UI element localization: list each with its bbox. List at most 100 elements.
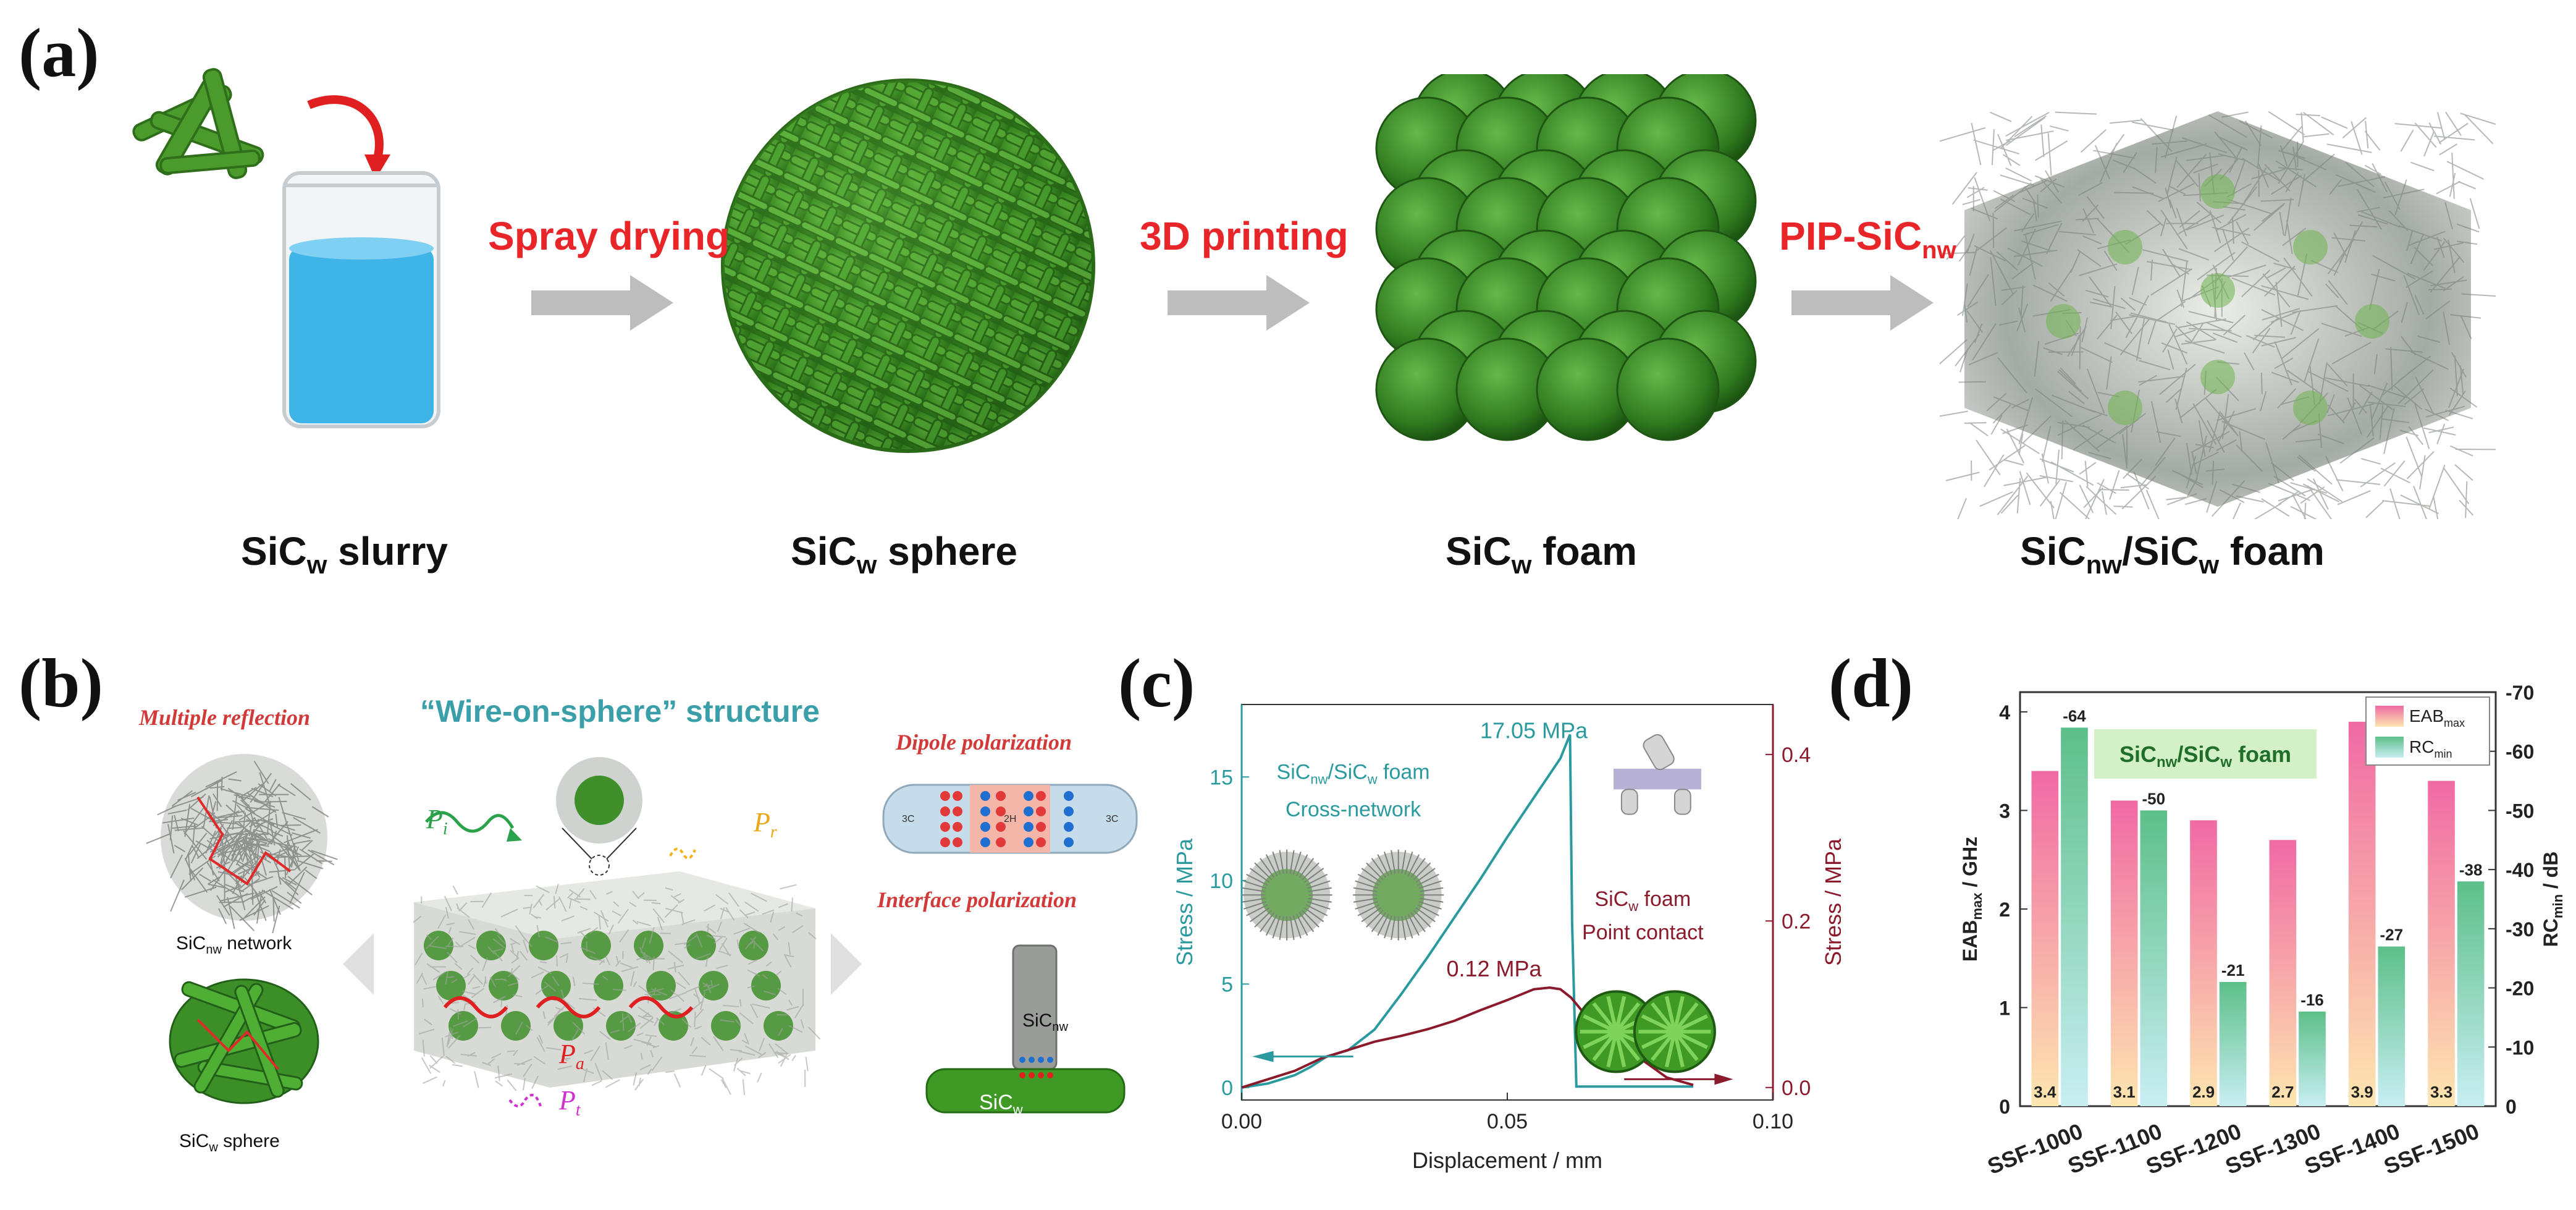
bar-eab [2348, 721, 2376, 1106]
peak-label-red: 0.12 MPa [1446, 956, 1542, 981]
dipole-charge [996, 822, 1006, 832]
y-right-tick-label: 0.4 [1782, 743, 1811, 767]
bar-eab [2110, 800, 2138, 1106]
interface-polarization-diagram [925, 944, 1126, 1114]
y-left-axis-label: Stress / MPa [1172, 838, 1197, 966]
dipole-charge [953, 806, 962, 816]
caption-sicnw-sicw-foam: SiCnw/SiCw foam [2020, 529, 2325, 579]
embedded-sphere [2108, 230, 2142, 264]
y-right-tick-label: 0.0 [1782, 1077, 1811, 1100]
dipole-charge [1064, 806, 1074, 816]
dipole-charge [953, 822, 962, 832]
dipole-charge [1024, 791, 1033, 801]
legend-label: RCmin [2409, 737, 2452, 760]
slab-sphere [634, 931, 663, 960]
dipole-charge [996, 837, 1006, 847]
bar-eab-label: 3.1 [2113, 1083, 2136, 1101]
slab-sphere [606, 1011, 636, 1041]
sic-foam-cube-illustration [1375, 74, 1757, 441]
interface-polarization-label: Interface polarization [877, 887, 1077, 912]
dipole-charge [953, 837, 962, 847]
y-left-tick-label: 3 [1999, 800, 2010, 822]
sicnw-interface-label: SiCnw [1022, 1010, 1068, 1034]
dipole-charge [980, 822, 990, 832]
sic-whisker-sphere-illustration [721, 78, 1095, 453]
slab-sphere [489, 971, 518, 1001]
three-point-bending-icon [1614, 734, 1701, 815]
dipole-charge [980, 837, 990, 847]
dipole-charge [1036, 791, 1046, 801]
red-series-name: SiCw foam [1594, 887, 1691, 914]
title-box-text: SiCnw/SiCw foam [2119, 742, 2291, 771]
y-right-tick-label: 0 [2506, 1096, 2517, 1118]
bar-rc-label: -27 [2380, 926, 2404, 944]
step-label-3d-printing: 3D printing [1140, 214, 1349, 258]
bar-eab-label: 3.9 [2351, 1083, 2373, 1101]
embedded-sphere [2108, 391, 2142, 425]
p-a-label: Pa [559, 1039, 584, 1073]
y-right-tick-label: -70 [2506, 682, 2534, 704]
slab-sphere [764, 1011, 793, 1041]
bar-eab [2190, 820, 2217, 1106]
red-curved-arrow [307, 95, 384, 162]
sicw-sphere-caption: SiCw sphere [179, 1131, 280, 1154]
foam-sphere [1616, 337, 1720, 441]
p-t-label: Pt [559, 1085, 581, 1120]
step-label-pip-sicnw: PIP-SiCnw [1779, 214, 1956, 264]
y-left-tick-label: 1 [1999, 997, 2010, 1019]
slab-sphere [711, 1011, 741, 1041]
y-right-tick-label: -60 [2506, 741, 2534, 763]
slab-sphere [699, 971, 728, 1001]
dipole-charge [1064, 837, 1074, 847]
bar-rc [2378, 946, 2406, 1106]
dipole-charge [940, 806, 950, 816]
bar-rc [2061, 727, 2088, 1106]
dipole-charge [953, 791, 962, 801]
nanowire-texture [1940, 111, 2496, 519]
slab-sphere [476, 931, 506, 960]
y-left-tick-label: 15 [1210, 766, 1233, 789]
absorbed-wave-2 [536, 996, 601, 1018]
dipole-charge [940, 822, 950, 832]
bar-rc [2219, 982, 2247, 1106]
caption-sicw-foam: SiCw foam [1446, 529, 1638, 579]
band-label-3c-right: 3C [1106, 814, 1118, 824]
dipole-charge [1024, 806, 1033, 816]
x-tick-label: 0.10 [1753, 1110, 1793, 1133]
embedded-sphere [2293, 391, 2328, 425]
dipole-charge [1024, 822, 1033, 832]
slab-sphere [751, 971, 781, 1001]
legend-swatch [2375, 706, 2404, 727]
step-label-spray-drying: Spray drying [488, 214, 730, 258]
y-right-tick-label: -10 [2506, 1036, 2534, 1059]
caption-sicw-slurry: SiCw slurry [241, 529, 448, 579]
dipole-charge [980, 791, 990, 801]
x-tick-label: 0.00 [1221, 1110, 1262, 1133]
y-left-tick-label: 0 [1221, 1077, 1233, 1100]
y-left-tick-label: 4 [1999, 701, 2010, 724]
band-label-2h: 2H [1004, 814, 1016, 824]
blue-axis-arrowhead [1252, 1051, 1274, 1062]
legend-swatch [2375, 737, 2404, 758]
sicnw-network-illustration [146, 754, 338, 933]
sic-whisker-bundle [132, 68, 264, 179]
bar-eab [2031, 771, 2059, 1106]
sicnw-sicw-foam-illustration [1940, 111, 2496, 519]
legend-label: EABmax [2409, 706, 2465, 729]
interface-charges [1019, 1057, 1053, 1078]
cross-network-sphere-left [1241, 849, 1332, 941]
red-series-desc: Point contact [1582, 921, 1704, 944]
bar-rc [2140, 810, 2168, 1106]
y-left-axis-label: EABmax / GHz [1959, 837, 1985, 962]
bar-rc [2299, 1011, 2326, 1106]
bar-eab [2428, 781, 2455, 1106]
embedded-sphere [2355, 304, 2389, 339]
y-right-tick-label: -40 [2506, 859, 2534, 881]
p-i-label: Pi [426, 804, 448, 839]
wire-on-sphere-layered-structure [413, 757, 821, 1107]
slab-sphere [424, 931, 453, 960]
dipole-charge [996, 806, 1006, 816]
eab-rc-bar-chart: 012340-10-20-30-40-50-60-703.4-64SSF-100… [1959, 682, 2565, 1179]
sicnw-network-caption: SiCnw network [176, 933, 292, 957]
